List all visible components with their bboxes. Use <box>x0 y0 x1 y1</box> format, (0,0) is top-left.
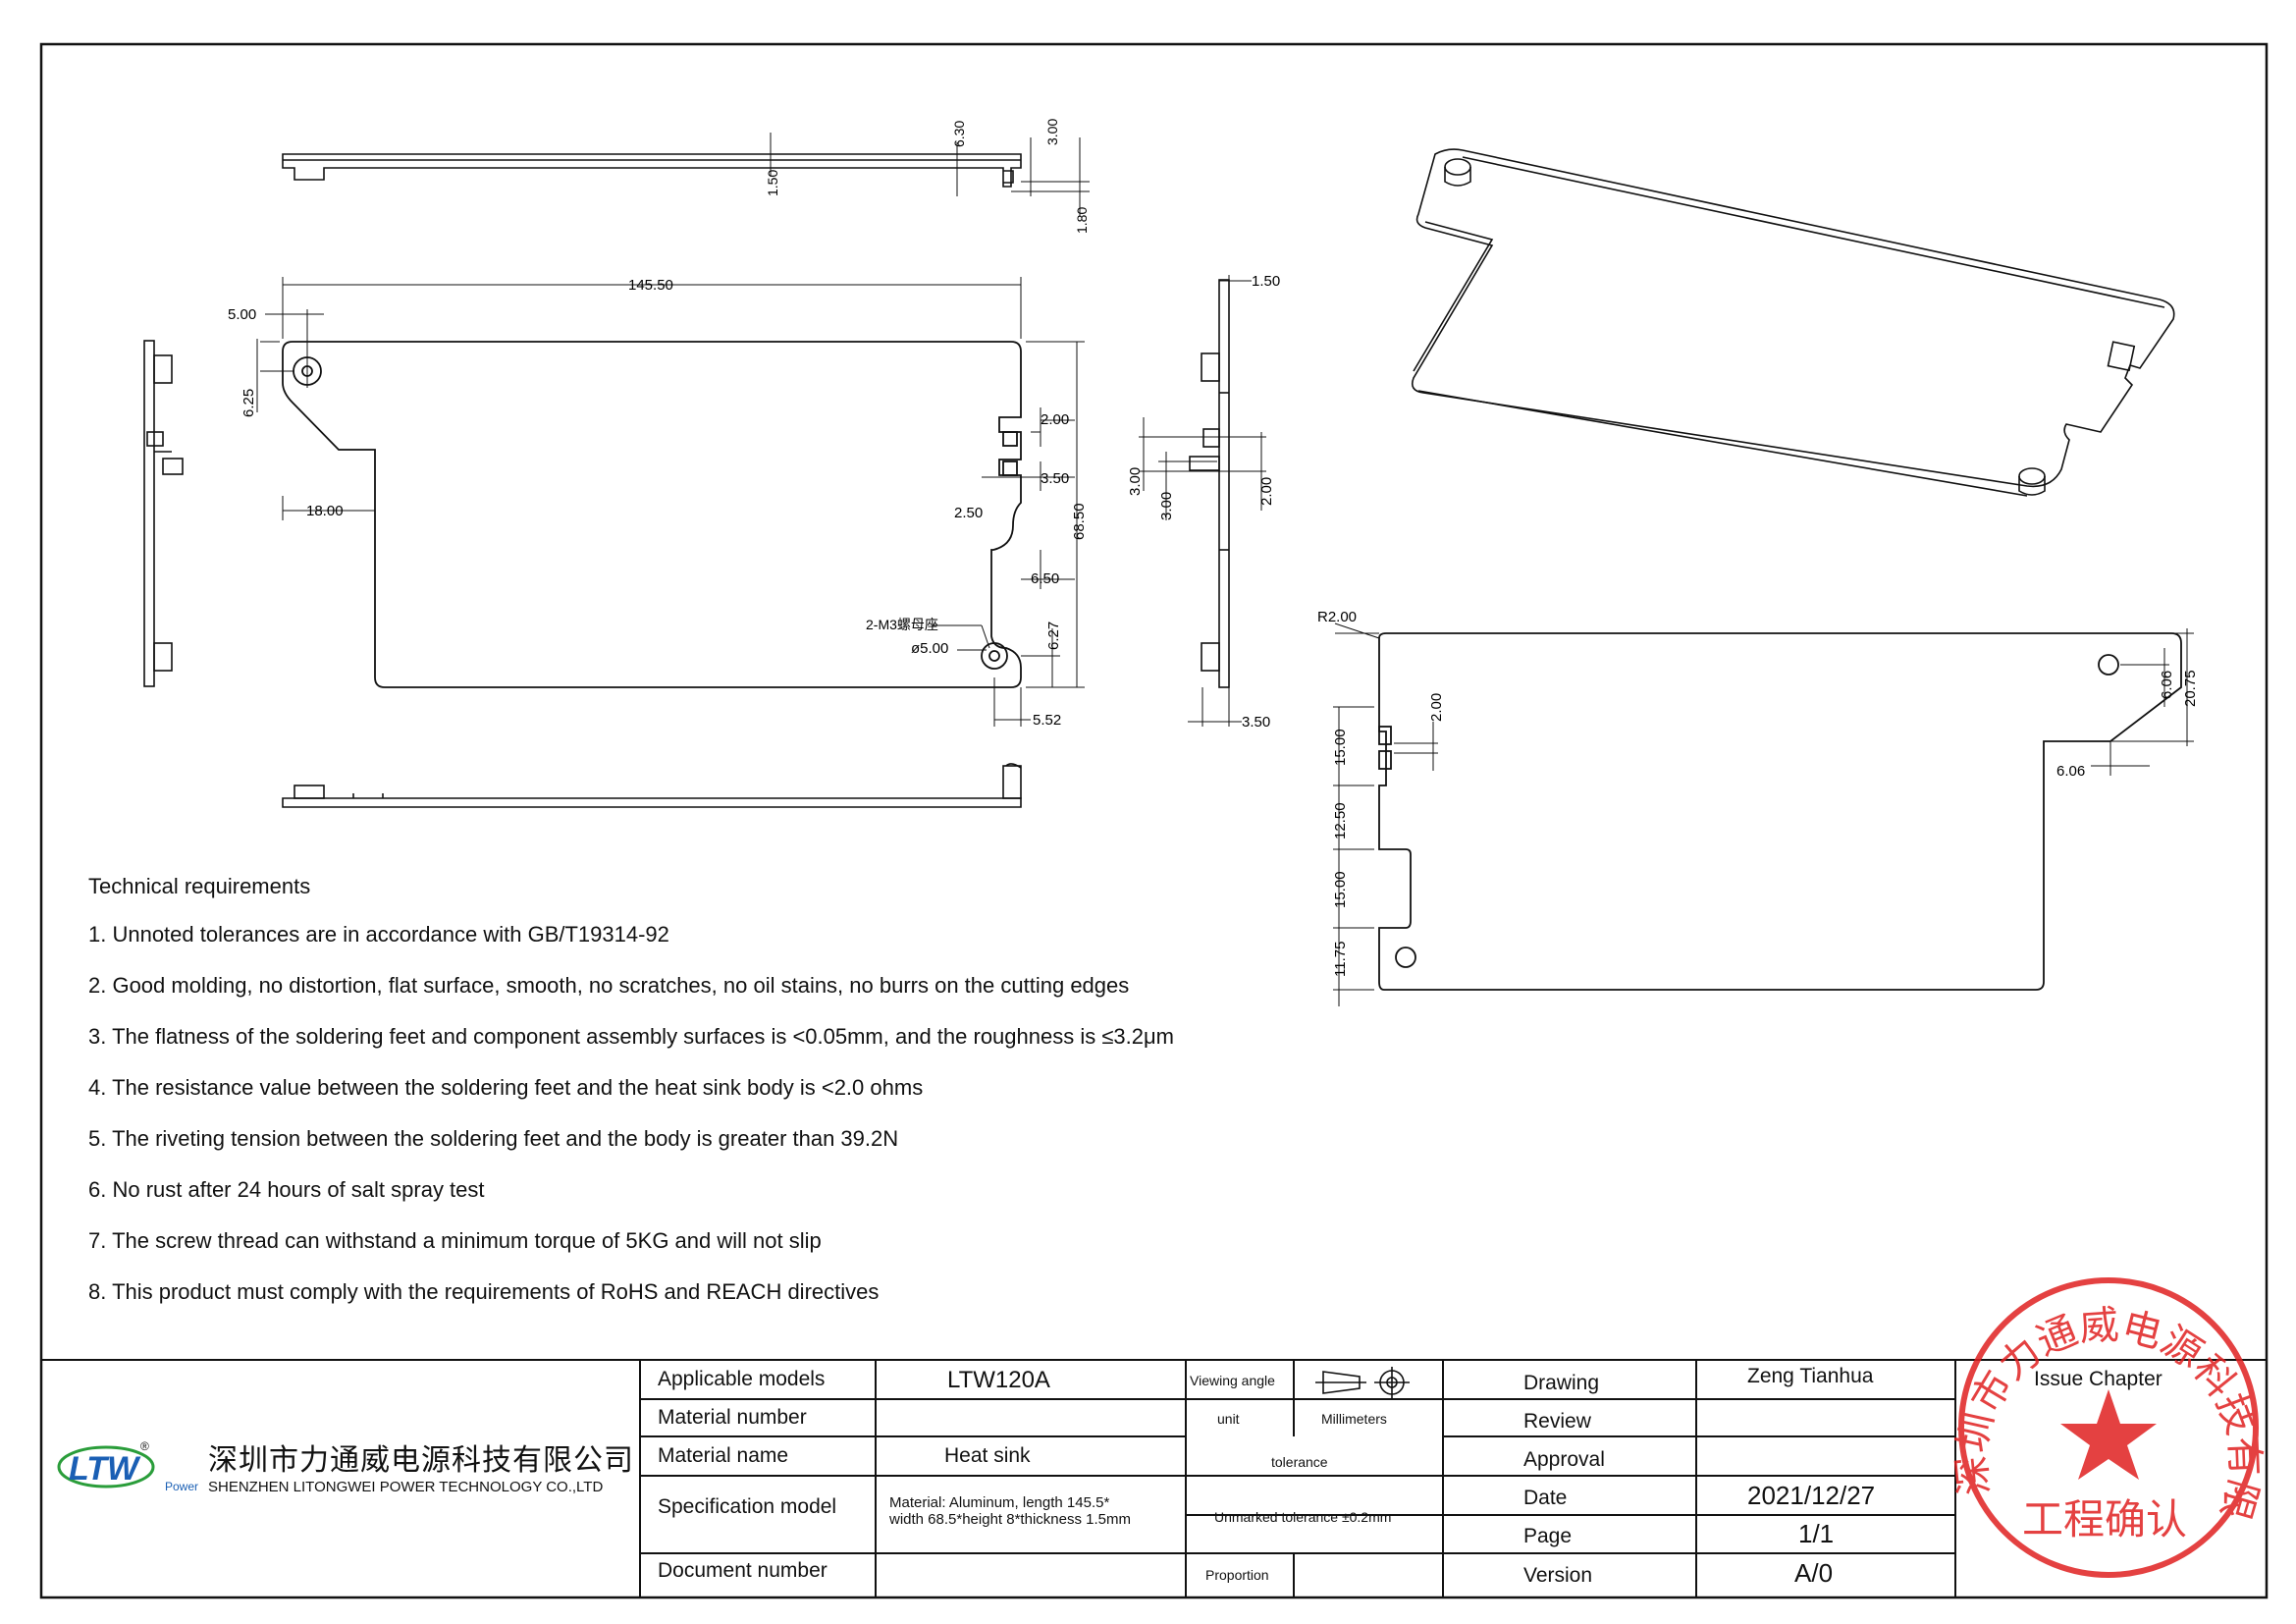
dim-top-3: 3.00 <box>1044 119 1060 145</box>
dim-width: 68.50 <box>1071 503 1088 540</box>
drawing-frame <box>39 42 2269 1599</box>
dim-flat-c: 15.00 <box>1332 871 1349 908</box>
dim-flat-b: 12.50 <box>1332 802 1349 839</box>
dim-notch-width: 18.00 <box>306 503 344 519</box>
dim-flat-a: 15.00 <box>1332 729 1349 766</box>
dim-side-a: 3.00 <box>1127 467 1144 496</box>
dim-hole-x: 5.00 <box>228 306 256 323</box>
dim-flat-tab: 2.00 <box>1428 693 1445 722</box>
svg-text:LTW: LTW <box>69 1450 141 1488</box>
dim-top-1: 1.50 <box>765 170 780 196</box>
review-label: Review <box>1523 1410 1591 1433</box>
applicable-models-label: Applicable models <box>658 1368 826 1390</box>
requirements-list: 1. Unnoted tolerances are in accordance … <box>88 923 1174 1331</box>
material-name-value: Heat sink <box>944 1444 1031 1467</box>
requirement-item: 8. This product must comply with the req… <box>88 1279 880 1304</box>
requirement-item: 6. No rust after 24 hours of salt spray … <box>88 1177 485 1202</box>
dim-tab-a: 2.00 <box>1041 411 1069 428</box>
material-name-label: Material name <box>658 1444 789 1467</box>
tolerance-value: Unmarked tolerance ±0.2mm <box>1214 1509 1392 1525</box>
date-value: 2021/12/27 <box>1747 1481 1876 1510</box>
title-block-grid <box>41 1359 2267 1597</box>
left-side-view <box>143 340 184 687</box>
drawing-value: Zeng Tianhua <box>1747 1365 1874 1387</box>
flat-pattern-view <box>1378 632 2182 991</box>
material-number-label: Material number <box>658 1406 807 1429</box>
front-view-dim-lines <box>256 277 1085 727</box>
dim-flat-radius: R2.00 <box>1317 609 1357 625</box>
applicable-models-value: LTW120A <box>947 1367 1050 1393</box>
note-m3: 2-M3螺母座 <box>866 617 938 632</box>
requirement-item: 3. The flatness of the soldering feet an… <box>88 1024 1175 1049</box>
dim-side-d: 3.50 <box>1242 714 1270 731</box>
dim-tab-b: 3.50 <box>1041 470 1069 487</box>
third-angle-projection-icon <box>1315 1367 1410 1398</box>
requirement-item: 7. The screw thread can withstand a mini… <box>88 1228 822 1253</box>
dim-side-c: 2.00 <box>1258 477 1275 506</box>
unit-value: Millimeters <box>1321 1411 1387 1427</box>
dim-side-thk: 1.50 <box>1252 273 1280 290</box>
requirement-item: 1. Unnoted tolerances are in accordance … <box>88 922 669 947</box>
drawing-label: Drawing <box>1523 1372 1600 1394</box>
svg-text:®: ® <box>140 1439 149 1453</box>
dim-hole-y: 6.25 <box>240 389 257 417</box>
company-logo: LTW ® Power <box>57 1439 198 1493</box>
tolerance-label: tolerance <box>1271 1454 1328 1470</box>
dim-side-b: 3.00 <box>1158 492 1175 520</box>
viewing-angle-label: Viewing angle <box>1190 1373 1275 1388</box>
requirement-item: 2. Good molding, no distortion, flat sur… <box>88 973 1130 998</box>
right-side-dim-lines <box>1139 275 1266 727</box>
approval-label: Approval <box>1523 1448 1605 1471</box>
svg-text:工程确认: 工程确认 <box>2022 1496 2187 1543</box>
front-view <box>282 341 1022 688</box>
unit-label: unit <box>1217 1411 1240 1427</box>
right-side-view <box>1189 279 1230 688</box>
page-label: Page <box>1523 1525 1573 1547</box>
company-seal-stamp: 深圳市力通威电源科技有限公司 工程确认 <box>0 0 2267 1578</box>
isometric-view <box>1411 148 2175 497</box>
flat-pattern-dim-lines <box>1333 623 2194 1006</box>
dim-hole-edge: 6.27 <box>1045 622 1062 650</box>
dim-flat-hole: 6.06 <box>2159 671 2175 699</box>
proportion-label: Proportion <box>1205 1567 1269 1583</box>
dim-flat-corner: 6.06 <box>2056 763 2085 780</box>
document-number-label: Document number <box>658 1559 828 1582</box>
spec-model-value-line1: Material: Aluminum, length 145.5* <box>889 1494 1110 1511</box>
dim-hole-offset: 5.52 <box>1033 712 1061 729</box>
issue-chapter-label: Issue Chapter <box>2034 1368 2163 1390</box>
dim-step: 2.50 <box>954 505 983 521</box>
company-name-en: SHENZHEN LITONGWEI POWER TECHNOLOGY CO.,… <box>208 1479 604 1495</box>
version-value: A/0 <box>1794 1558 1834 1588</box>
dim-flat-notch: 20.75 <box>2182 670 2199 707</box>
dim-boss-dia: ø5.00 <box>911 640 948 657</box>
svg-text:Power: Power <box>165 1480 198 1493</box>
page-value: 1/1 <box>1798 1519 1835 1548</box>
dim-top-2: 6.30 <box>951 121 967 147</box>
requirements-title: Technical requirements <box>88 874 311 898</box>
date-label: Date <box>1523 1487 1568 1509</box>
requirement-item: 5. The riveting tension between the sold… <box>88 1126 899 1151</box>
spec-model-value-line2: width 68.5*height 8*thickness 1.5mm <box>889 1511 1131 1528</box>
requirement-item: 4. The resistance value between the sold… <box>88 1075 924 1100</box>
dim-flat-d: 11.75 <box>1332 942 1349 977</box>
spec-model-label: Specification model <box>658 1495 837 1518</box>
bottom-view <box>282 763 1022 808</box>
dim-top-4: 1.80 <box>1074 207 1090 234</box>
dim-recess: 6.50 <box>1031 570 1059 587</box>
dim-length: 145.50 <box>628 277 673 294</box>
top-view <box>282 133 1090 216</box>
version-label: Version <box>1523 1564 1593 1587</box>
company-name-cn: 深圳市力通威电源科技有限公司 <box>208 1444 634 1477</box>
